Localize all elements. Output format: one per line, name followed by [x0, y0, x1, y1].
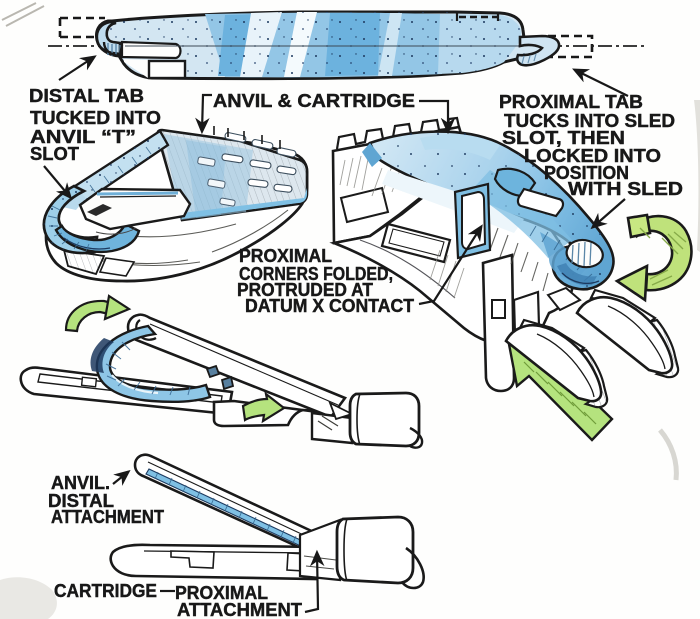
svg-text:PROTRUDED AT: PROTRUDED AT [237, 280, 373, 300]
svg-text:ANVIL & CARTRIDGE: ANVIL & CARTRIDGE [213, 91, 415, 111]
svg-text:ATTACHMENT: ATTACHMENT [177, 599, 303, 619]
svg-text:PROXIMAL: PROXIMAL [239, 246, 332, 266]
svg-text:DISTAL TAB: DISTAL TAB [29, 86, 144, 106]
svg-text:DATUM X CONTACT: DATUM X CONTACT [245, 296, 414, 316]
svg-text:SLOT, THEN: SLOT, THEN [502, 128, 625, 148]
svg-text:WITH SLED: WITH SLED [568, 179, 683, 199]
svg-text:CORNERS FOLDED,: CORNERS FOLDED, [239, 264, 393, 284]
svg-text:ANVIL.: ANVIL. [51, 472, 110, 493]
svg-text:CARTRIDGE: CARTRIDGE [54, 580, 157, 601]
svg-text:TUCKED INTO: TUCKED INTO [30, 108, 161, 128]
svg-text:PROXIMAL TAB: PROXIMAL TAB [499, 92, 643, 112]
svg-text:PROXIMAL: PROXIMAL [175, 582, 268, 603]
svg-text:DISTAL: DISTAL [48, 490, 114, 511]
svg-text:LOCKED INTO: LOCKED INTO [524, 146, 661, 166]
svg-text:SLOT: SLOT [30, 144, 79, 164]
svg-text:ANVIL “T”: ANVIL “T” [30, 127, 136, 147]
svg-text:POSITION: POSITION [544, 163, 629, 183]
svg-text:ATTACHMENT: ATTACHMENT [51, 506, 165, 527]
svg-text:TUCKS INTO SLED: TUCKS INTO SLED [504, 111, 675, 131]
